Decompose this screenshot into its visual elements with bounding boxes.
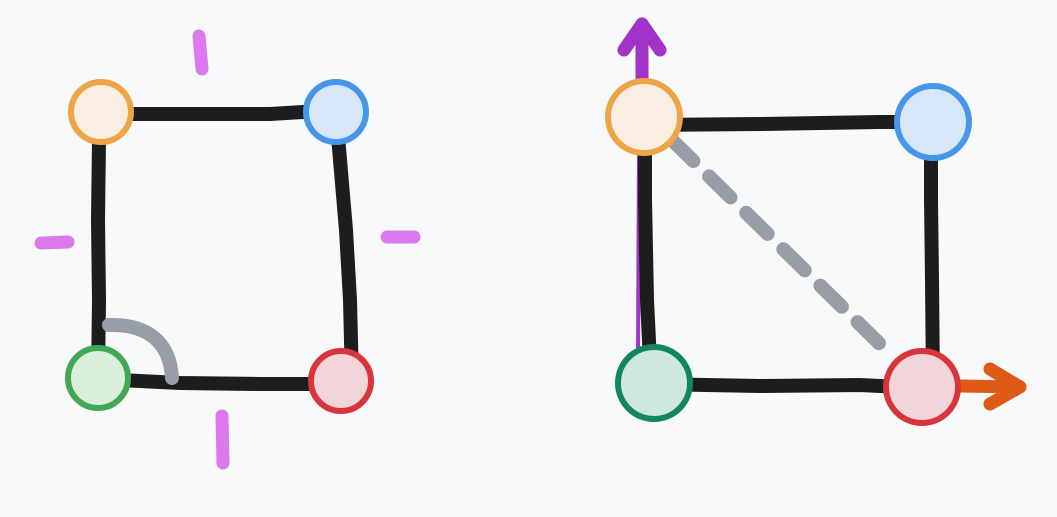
edges	[90, 103, 359, 391]
edge-green-orange	[90, 105, 107, 385]
tick-mark-top	[192, 29, 209, 76]
dashed-diagonal	[665, 133, 895, 359]
node-orange	[605, 78, 683, 156]
nodes	[605, 78, 972, 426]
edge-blue-red	[329, 105, 359, 388]
edge-orange-blue	[94, 103, 343, 121]
edge-teal-orange	[638, 111, 658, 389]
node-teal	[615, 344, 693, 422]
node-blue	[894, 83, 972, 161]
node-green	[65, 345, 131, 411]
node-red	[308, 348, 374, 414]
edge-blue-red	[924, 117, 940, 392]
tick-mark-bottom	[215, 409, 230, 470]
edge-orange-blue	[638, 115, 940, 132]
node-red	[883, 348, 961, 426]
edge-red-green	[91, 372, 349, 391]
edge-red-teal	[646, 377, 929, 395]
node-blue	[303, 79, 369, 145]
square-left	[34, 29, 421, 470]
tick-mark-left	[34, 235, 75, 250]
node-orange	[68, 79, 134, 145]
tick-marks	[34, 29, 421, 470]
arrow-up	[617, 17, 667, 87]
right-angle-marker	[102, 317, 179, 385]
arrow-right	[953, 362, 1027, 411]
square-right	[605, 17, 1027, 426]
nodes	[65, 79, 374, 414]
